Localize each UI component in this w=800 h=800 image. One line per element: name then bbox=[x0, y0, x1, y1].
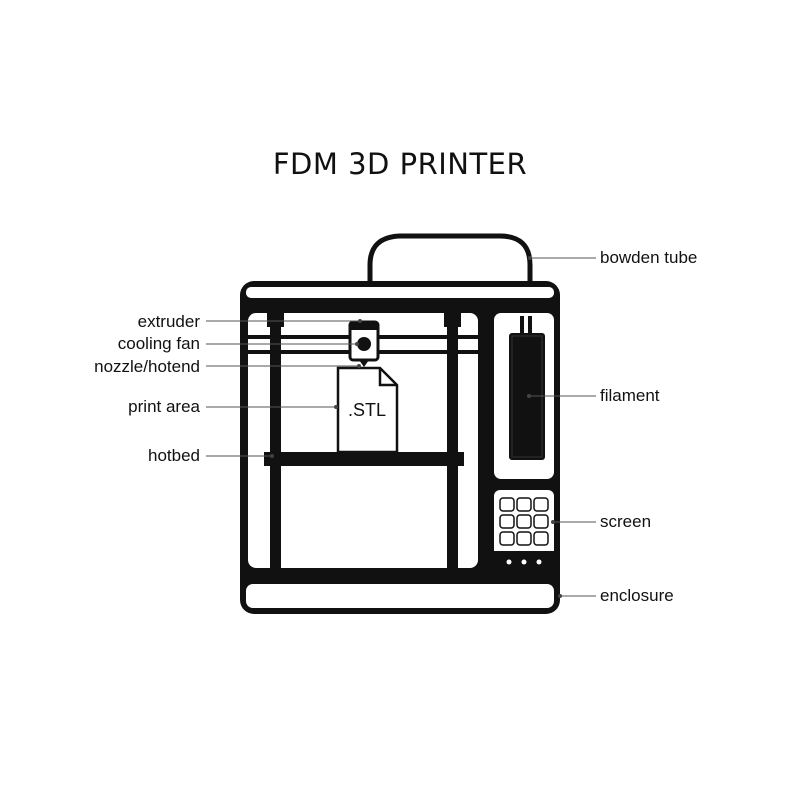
spool-holder-left bbox=[520, 316, 524, 334]
left-rail bbox=[270, 313, 281, 568]
print-area-leader-dot bbox=[334, 405, 338, 409]
extruder-leader-dot bbox=[358, 319, 362, 323]
base-panel bbox=[246, 584, 554, 608]
filament-leader-dot bbox=[527, 394, 531, 398]
status-dot-1 bbox=[506, 559, 512, 565]
right-rail bbox=[447, 313, 458, 568]
file-corner-fold bbox=[378, 368, 397, 387]
label-enclosure: enclosure bbox=[600, 586, 674, 605]
left-rail-cap bbox=[267, 313, 284, 327]
status-dot-2 bbox=[521, 559, 527, 565]
nozzle-icon bbox=[359, 360, 369, 367]
file-label: .STL bbox=[348, 400, 386, 420]
bowden-tube-shape bbox=[367, 233, 533, 283]
top-panel bbox=[246, 287, 554, 298]
label-screen: screen bbox=[600, 512, 651, 531]
right-rail-cap bbox=[444, 313, 461, 327]
cooling-fan-icon bbox=[357, 337, 371, 351]
nozzle-leader-dot bbox=[357, 364, 361, 368]
bowden-tube-leader-dot bbox=[528, 256, 532, 260]
hotbed-plate bbox=[264, 452, 464, 466]
status-dot-3 bbox=[536, 559, 542, 565]
label-extruder: extruder bbox=[138, 312, 201, 331]
cooling-fan-leader-dot bbox=[355, 342, 359, 346]
enclosure-leader-dot bbox=[558, 594, 562, 598]
stl-file-icon bbox=[336, 366, 399, 454]
label-filament: filament bbox=[600, 386, 660, 405]
screen-leader-dot bbox=[551, 520, 555, 524]
extruder-top bbox=[350, 322, 378, 330]
spool-holder-right bbox=[528, 316, 532, 334]
label-hotbed: hotbed bbox=[148, 446, 200, 465]
diagram-title: FDM 3D PRINTER bbox=[272, 147, 528, 181]
screen-keypad bbox=[499, 497, 549, 546]
label-cooling-fan: cooling fan bbox=[118, 334, 200, 353]
label-print-area: print area bbox=[128, 397, 200, 416]
label-nozzle-hotend: nozzle/hotend bbox=[94, 357, 200, 376]
filament-spool bbox=[509, 333, 545, 460]
hotbed-leader-dot bbox=[270, 454, 274, 458]
label-bowden-tube: bowden tube bbox=[600, 248, 697, 267]
